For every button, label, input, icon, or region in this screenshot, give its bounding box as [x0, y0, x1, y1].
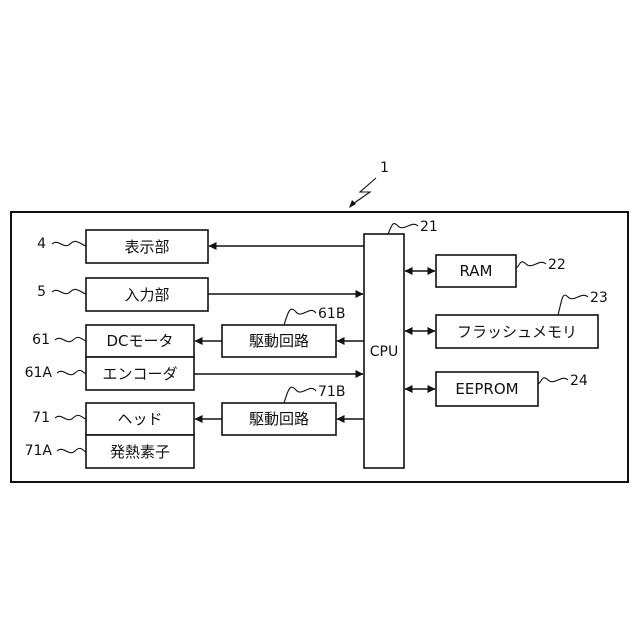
cpu-ref-leader — [388, 224, 418, 234]
display-label: 表示部 — [124, 238, 169, 256]
head-ref-leader — [55, 415, 86, 419]
dc-motor-block: DCモータ — [86, 325, 194, 357]
input-ref-leader — [52, 289, 86, 294]
cpu-block: CPU — [364, 234, 404, 468]
eeprom-ref-leader — [538, 378, 568, 384]
system-ref-arrowhead — [349, 200, 356, 208]
heating-element-ref-leader — [57, 448, 86, 452]
encoder-label: エンコーダ — [102, 365, 177, 383]
head-ref-label: 71 — [32, 410, 50, 426]
system-ref-leader — [350, 178, 376, 206]
system-ref-label: 1 — [380, 160, 389, 176]
flash-memory-ref-label: 23 — [590, 290, 608, 306]
encoder-ref-label: 61A — [25, 365, 53, 381]
heating-element-ref-label: 71A — [25, 443, 53, 459]
ram-block: RAM — [436, 255, 516, 287]
cpu-label: CPU — [370, 344, 398, 360]
input-ref-label: 5 — [37, 284, 46, 300]
head-driver-label: 駆動回路 — [249, 410, 309, 428]
ram-ref-leader — [516, 262, 546, 268]
heating-element-label: 発熱素子 — [110, 443, 170, 461]
input-block: 入力部 — [86, 278, 208, 311]
display-block: 表示部 — [86, 230, 208, 263]
motor-driver-label: 駆動回路 — [249, 332, 309, 350]
motor-driver-ref-label: 61B — [318, 306, 345, 322]
dc-motor-ref-leader — [55, 337, 86, 341]
encoder-block: エンコーダ — [86, 357, 194, 390]
flash-memory-ref-leader — [558, 295, 588, 315]
flash-memory-label: フラッシュメモリ — [457, 323, 577, 341]
ram-ref-label: 22 — [548, 257, 566, 273]
head-driver-block: 駆動回路 — [222, 403, 336, 435]
dc-motor-ref-label: 61 — [32, 332, 50, 348]
eeprom-ref-label: 24 — [570, 373, 588, 389]
head-driver-ref-label: 71B — [318, 384, 345, 400]
head-driver-ref-leader — [284, 387, 316, 403]
eeprom-label: EEPROM — [455, 380, 518, 398]
head-label: ヘッド — [117, 410, 162, 428]
encoder-ref-leader — [57, 370, 86, 374]
cpu-ref-label: 21 — [420, 219, 438, 235]
motor-driver-ref-leader — [284, 309, 316, 325]
ram-label: RAM — [459, 262, 492, 280]
eeprom-block: EEPROM — [436, 372, 538, 406]
flash-memory-block: フラッシュメモリ — [436, 315, 598, 348]
heating-element-block: 発熱素子 — [86, 435, 194, 468]
input-label: 入力部 — [124, 286, 169, 304]
head-block: ヘッド — [86, 403, 194, 435]
display-ref-label: 4 — [37, 236, 46, 252]
motor-driver-block: 駆動回路 — [222, 325, 336, 357]
display-ref-leader — [52, 241, 86, 246]
dc-motor-label: DCモータ — [106, 332, 173, 350]
